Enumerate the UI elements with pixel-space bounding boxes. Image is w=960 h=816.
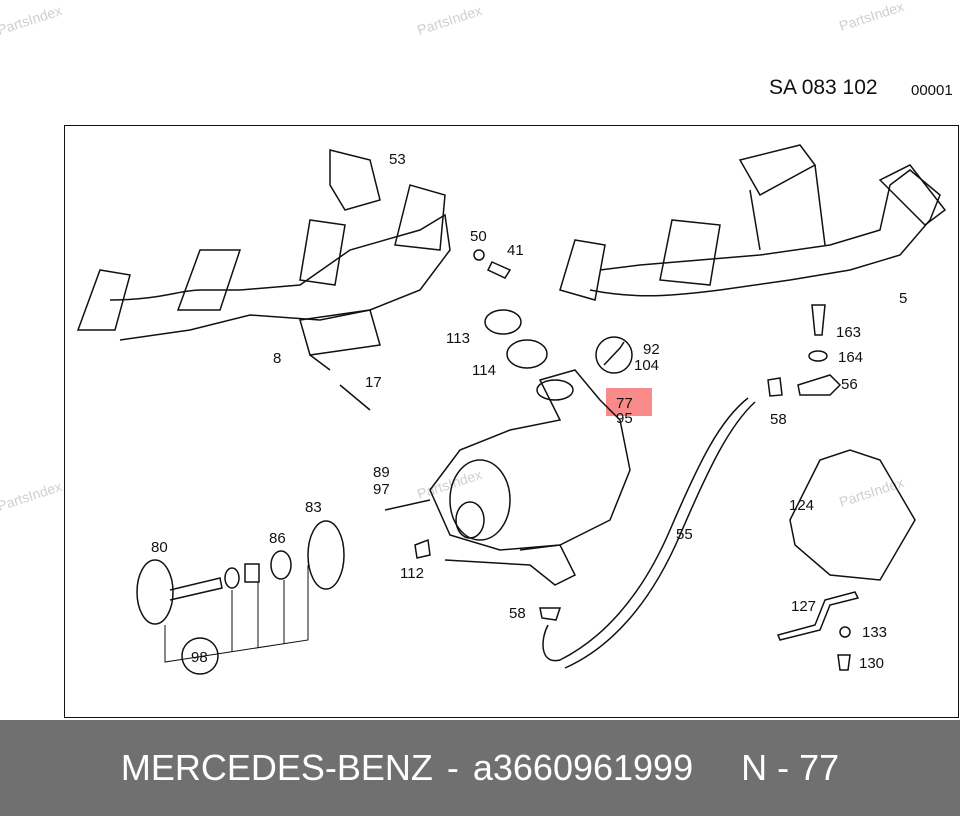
compressor-wheel-83	[307, 520, 345, 590]
stud-89	[384, 499, 431, 511]
bolt-41	[486, 261, 512, 279]
callout-127: 127	[791, 598, 816, 615]
footer-banner: MERCEDES-BENZ - a3660961999 N - 77	[0, 720, 960, 816]
callout-50: 50	[470, 228, 487, 245]
ring-98b	[244, 563, 260, 583]
washer-133	[839, 626, 851, 638]
washer-50	[473, 249, 485, 261]
callout-89: 89	[373, 464, 390, 481]
diagram-frame	[64, 125, 959, 718]
callout-113: 113	[446, 330, 470, 347]
callout-114: 114	[472, 362, 496, 379]
turbine-wheel-80	[136, 559, 223, 625]
exhaust-manifold-left	[76, 149, 451, 356]
heat-shield-124	[789, 449, 916, 581]
ring-98a	[224, 567, 240, 589]
position-number: N - 77	[741, 747, 840, 788]
banjo-56	[797, 374, 842, 396]
clamp-113	[484, 309, 522, 335]
callout-164: 164	[838, 349, 863, 366]
pipe-55	[542, 397, 749, 662]
callout-104: 104	[634, 357, 659, 374]
callout-163: 163	[836, 324, 861, 341]
parts-diagram: 53 50 41 113 114 92 104 77 95 8 17 163 1…	[76, 144, 947, 675]
callout-130: 130	[859, 655, 884, 672]
nut-112	[414, 538, 431, 559]
callout-80: 80	[151, 539, 168, 556]
stud-17	[309, 354, 371, 411]
callout-77: 77	[616, 395, 633, 412]
diagram-sequence: 00001	[911, 82, 953, 99]
brand-name: MERCEDES-BENZ	[120, 747, 433, 788]
exhaust-manifold-right	[559, 144, 947, 301]
gasket-114	[506, 339, 548, 369]
highlight-box	[606, 388, 652, 416]
bracket-127	[776, 591, 860, 641]
callout-56: 56	[841, 376, 858, 393]
separator: -	[446, 747, 459, 788]
callout-83: 83	[305, 499, 322, 516]
callout-58-lower: 58	[509, 605, 526, 622]
callout-55: 55	[676, 526, 693, 543]
callout-133: 133	[862, 624, 887, 641]
fitting-58	[539, 607, 562, 621]
callout-5: 5	[899, 290, 907, 307]
callout-124: 124	[789, 497, 814, 514]
callout-53: 53	[389, 151, 406, 168]
callout-58: 58	[770, 411, 787, 428]
bolt-130	[837, 654, 851, 671]
washer-164	[808, 350, 828, 362]
callout-17: 17	[365, 374, 382, 391]
bearing-86	[270, 550, 292, 580]
bolt-163	[811, 304, 826, 336]
callout-circle-98	[181, 637, 219, 675]
part-number: a3660961999	[472, 747, 694, 788]
diagram-code: SA 083 102	[769, 76, 878, 99]
callout-97: 97	[373, 481, 390, 498]
turbocharger	[429, 369, 631, 586]
wrench-icon	[595, 336, 633, 374]
fitting-58-upper	[767, 377, 783, 397]
callout-98: 98	[191, 649, 208, 666]
callout-92: 92	[643, 341, 660, 358]
callout-8: 8	[273, 350, 281, 367]
callout-86: 86	[269, 530, 286, 547]
callout-41: 41	[507, 242, 524, 259]
callout-112: 112	[400, 565, 424, 582]
callout-95: 95	[616, 410, 633, 427]
